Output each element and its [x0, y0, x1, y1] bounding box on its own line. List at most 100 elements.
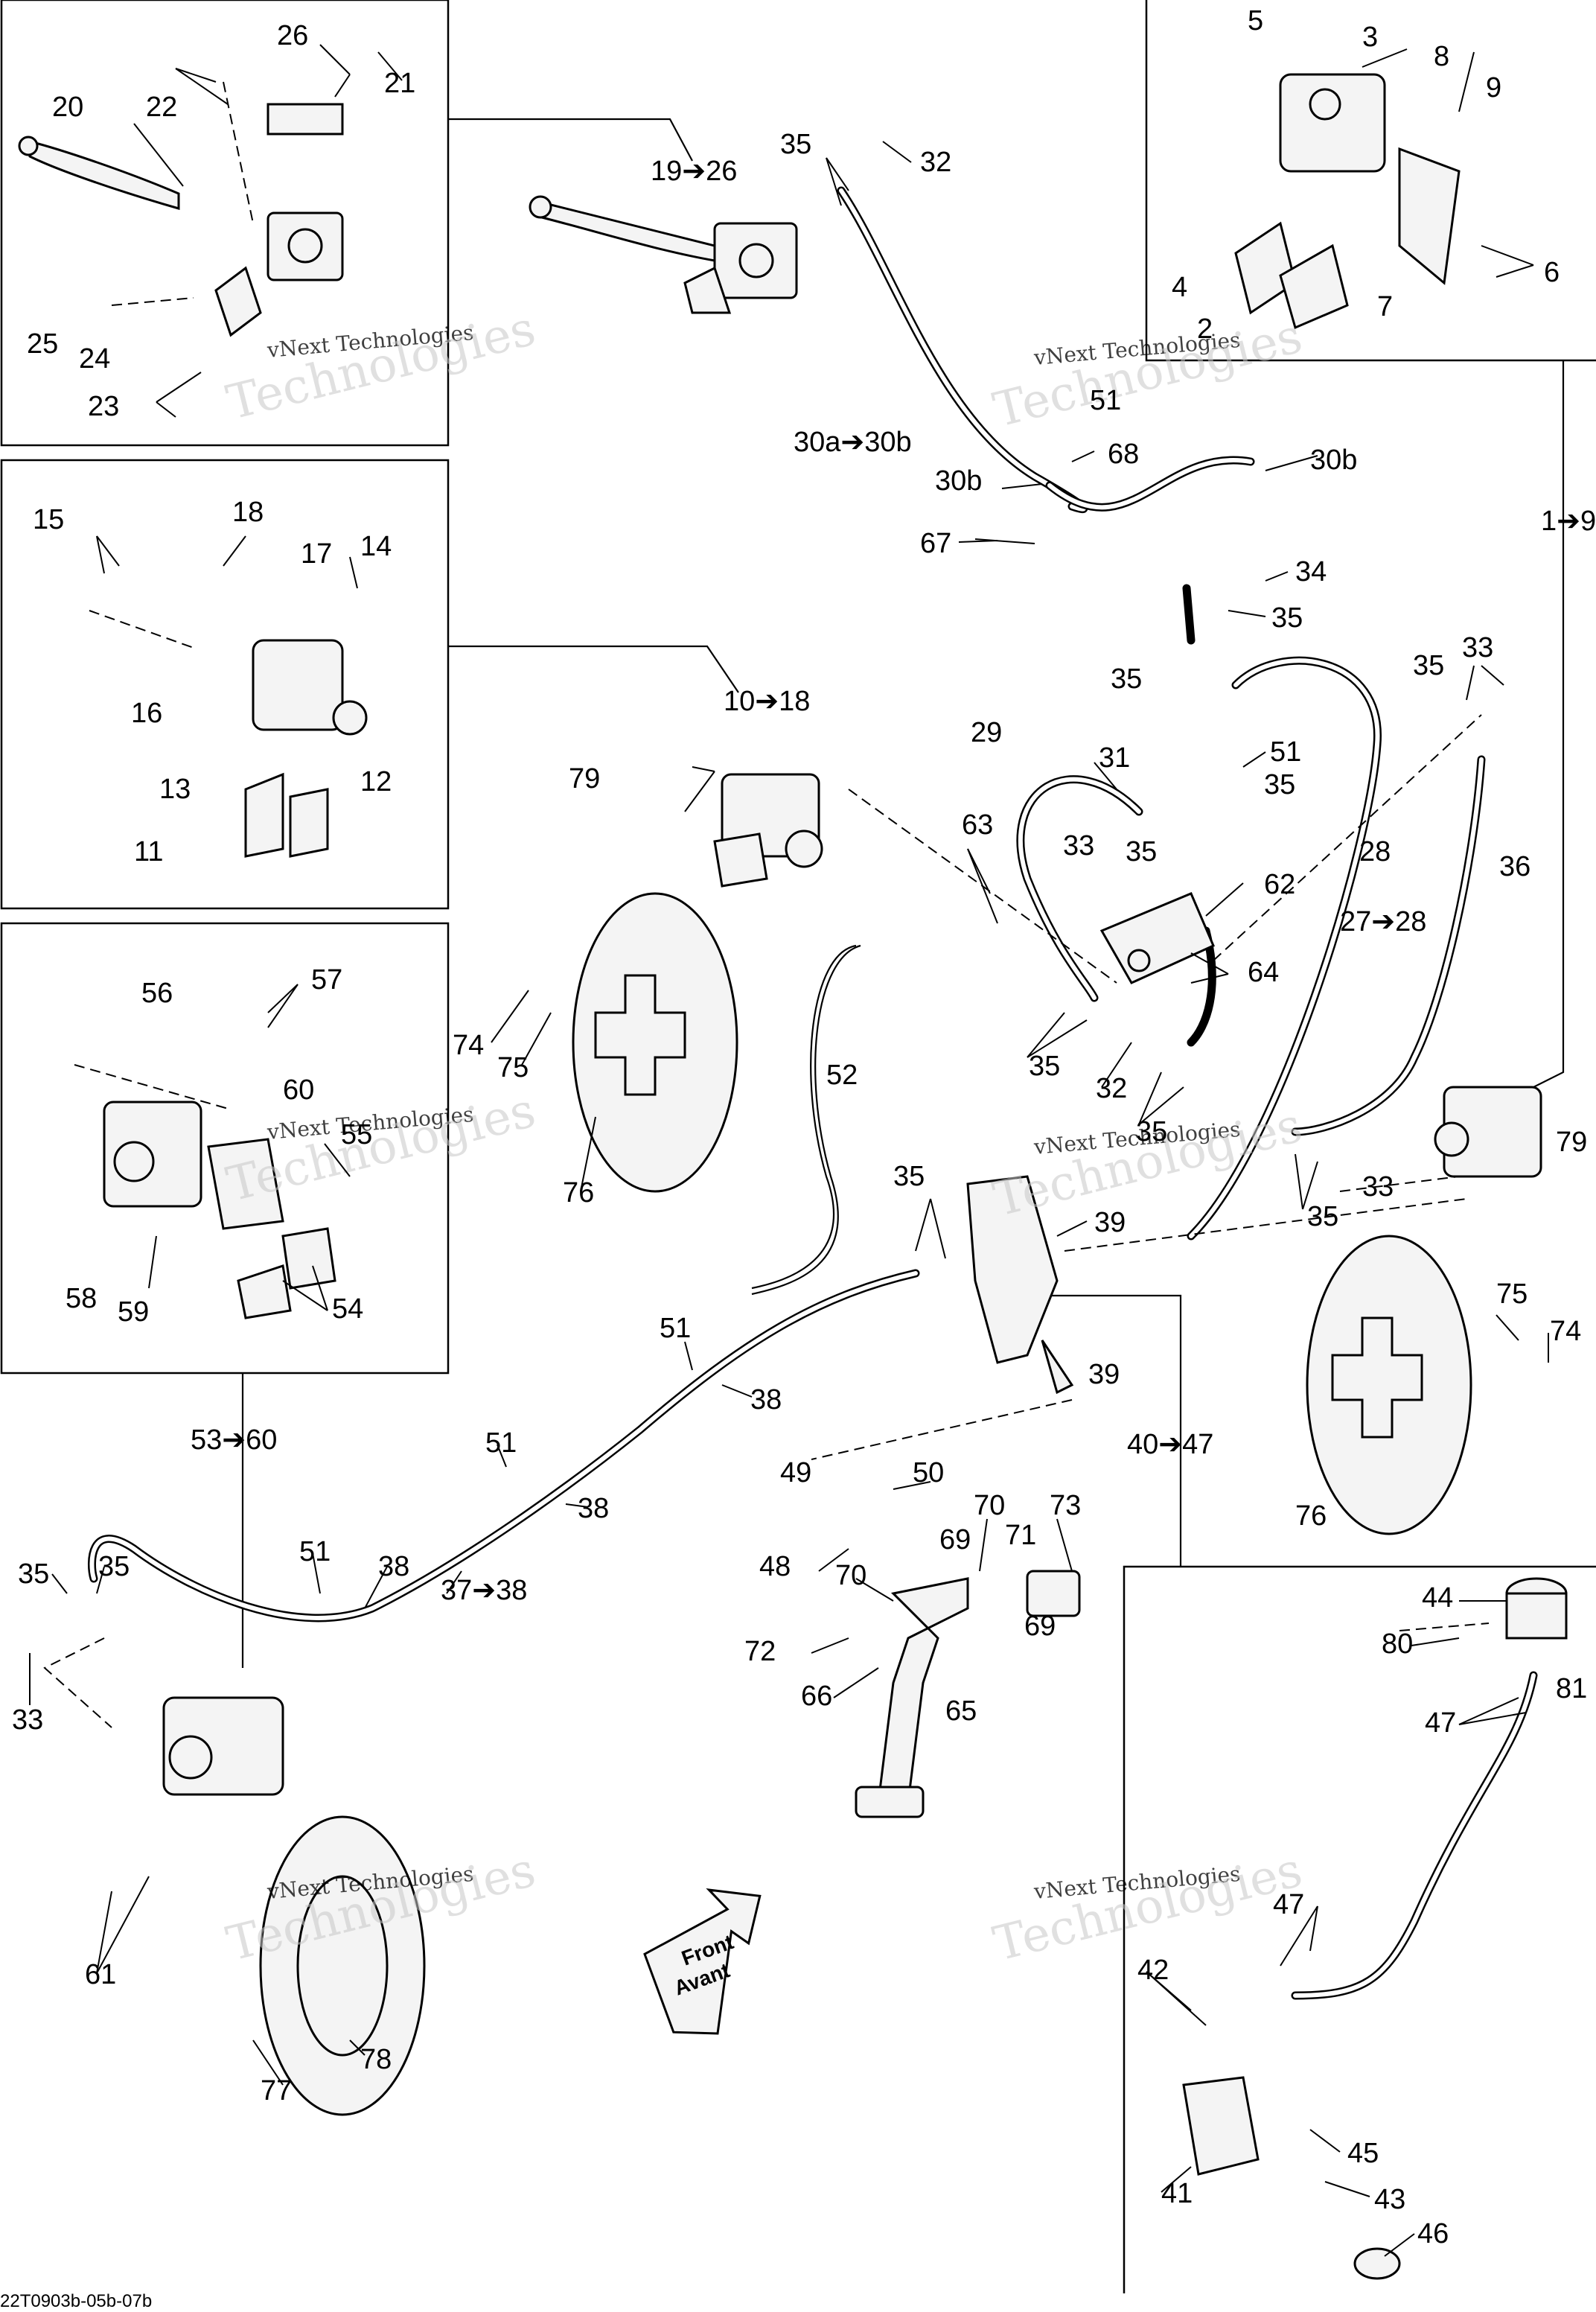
part-label: 1➔9: [1541, 506, 1596, 537]
leader-line: [1324, 2181, 1370, 2197]
leader-line: [1094, 762, 1117, 790]
part-label: 38: [378, 1551, 409, 1582]
master-cylinder-front: [529, 195, 798, 314]
part-label: 24: [79, 343, 110, 375]
leader-line: [1056, 1518, 1073, 1572]
part-label: 33: [1462, 632, 1493, 663]
part-label: 18: [232, 497, 264, 528]
leader-line: [96, 1876, 150, 1974]
leader-line: [175, 68, 217, 83]
part-label: 37➔38: [441, 1575, 527, 1606]
part-label: 62: [1264, 869, 1295, 900]
part-label: 56: [141, 978, 173, 1009]
leader-line: [319, 44, 351, 75]
leader-line: [1302, 1161, 1318, 1210]
part-label: 75: [497, 1052, 529, 1083]
part-label: 76: [563, 1177, 594, 1208]
part-label: 79: [569, 763, 600, 794]
watermark-text: Technologies: [988, 1843, 1307, 1972]
part-label: 19➔26: [651, 156, 737, 187]
brake-pedal: [855, 1570, 1081, 1818]
leader-line: [833, 1667, 879, 1698]
diagram-code: 22T0903b-05b-07b: [0, 2291, 152, 2311]
part-label: 52: [826, 1060, 858, 1091]
inset-caliper-rear: [0, 922, 450, 1375]
part-label: 35: [1264, 769, 1295, 800]
part-label: 66: [801, 1681, 832, 1712]
part-label: 3: [1362, 22, 1378, 53]
caliper-53-60: [103, 1101, 336, 1319]
leader-line: [818, 1548, 849, 1572]
part-label: 64: [1248, 957, 1279, 988]
leader-line: [1138, 1071, 1162, 1125]
watermark-text: Technologies: [221, 302, 540, 431]
leader-line: [882, 141, 912, 163]
part-label: 51: [299, 1536, 331, 1567]
part-label: 65: [945, 1695, 977, 1727]
front-caliper-right: [1234, 73, 1461, 330]
leader-line: [721, 1384, 753, 1398]
leader-line: [491, 990, 529, 1043]
leader-line: [915, 1198, 931, 1252]
part-label: 35: [98, 1551, 130, 1582]
part-label: 58: [66, 1283, 97, 1314]
leader-line: [1056, 1220, 1088, 1237]
part-label: 78: [360, 2044, 392, 2075]
leader-line: [1228, 610, 1266, 617]
leader-line: [364, 1566, 388, 1609]
part-label: 76: [1295, 1500, 1327, 1532]
part-label: 35: [1111, 663, 1142, 695]
leader-line: [312, 1553, 321, 1594]
part-label: 6: [1544, 257, 1560, 288]
part-label: 39: [1094, 1207, 1126, 1238]
part-label: 22: [146, 92, 177, 123]
leader-line: [826, 157, 849, 191]
part-label: 35: [1126, 836, 1157, 867]
part-label: 47: [1425, 1707, 1456, 1739]
leader-line: [175, 68, 229, 105]
brake-disc-78: [259, 1815, 426, 2116]
brake-lines: [87, 186, 1486, 1622]
part-label: 79: [1556, 1127, 1587, 1158]
leader-line: [684, 1341, 693, 1371]
leader-line: [252, 2039, 284, 2086]
leader-line: [855, 1578, 894, 1602]
leader-line: [1309, 2129, 1341, 2153]
part-label: 51: [660, 1313, 691, 1344]
part-label: 57: [311, 964, 342, 996]
leader-line: [1466, 665, 1475, 701]
part-label: 69: [939, 1524, 971, 1555]
part-label: 61: [85, 1959, 116, 1990]
leader-line: [96, 1566, 105, 1594]
leader-line: [958, 540, 998, 543]
inset-caliper-front-right: [1145, 0, 1596, 362]
part-label: 54: [332, 1293, 363, 1325]
leader-line: [684, 771, 715, 812]
part-label: 5: [1248, 5, 1263, 36]
part-label: 69: [1024, 1611, 1056, 1642]
rear-master-reservoir: [1182, 1577, 1568, 2280]
watermark-text: Technologies: [988, 309, 1307, 439]
inset-caliper-front-left: [0, 459, 450, 910]
leader-line: [1101, 1042, 1132, 1088]
part-label: 80: [1382, 1628, 1413, 1660]
inset-rear-master-cylinder: [1123, 1565, 1596, 2293]
leader-line: [148, 1235, 157, 1289]
part-label: 48: [759, 1551, 791, 1582]
part-label: 30a➔30b: [794, 427, 912, 458]
part-label: 55: [341, 1119, 372, 1150]
leader-line: [1295, 1153, 1303, 1210]
part-label: 51: [485, 1427, 517, 1459]
part-label: 4: [1172, 272, 1187, 303]
part-label: 11: [134, 836, 163, 867]
part-label: 32: [920, 147, 951, 178]
leader-line: [1146, 1971, 1207, 2026]
part-label: 25: [27, 328, 58, 360]
part-label: 32: [1096, 1073, 1127, 1104]
leader-line: [349, 2039, 366, 2056]
part-label: 41: [1161, 2178, 1193, 2209]
part-label: 38: [750, 1384, 782, 1415]
part-label: 44: [1422, 1582, 1453, 1614]
part-label: 70: [835, 1560, 866, 1591]
